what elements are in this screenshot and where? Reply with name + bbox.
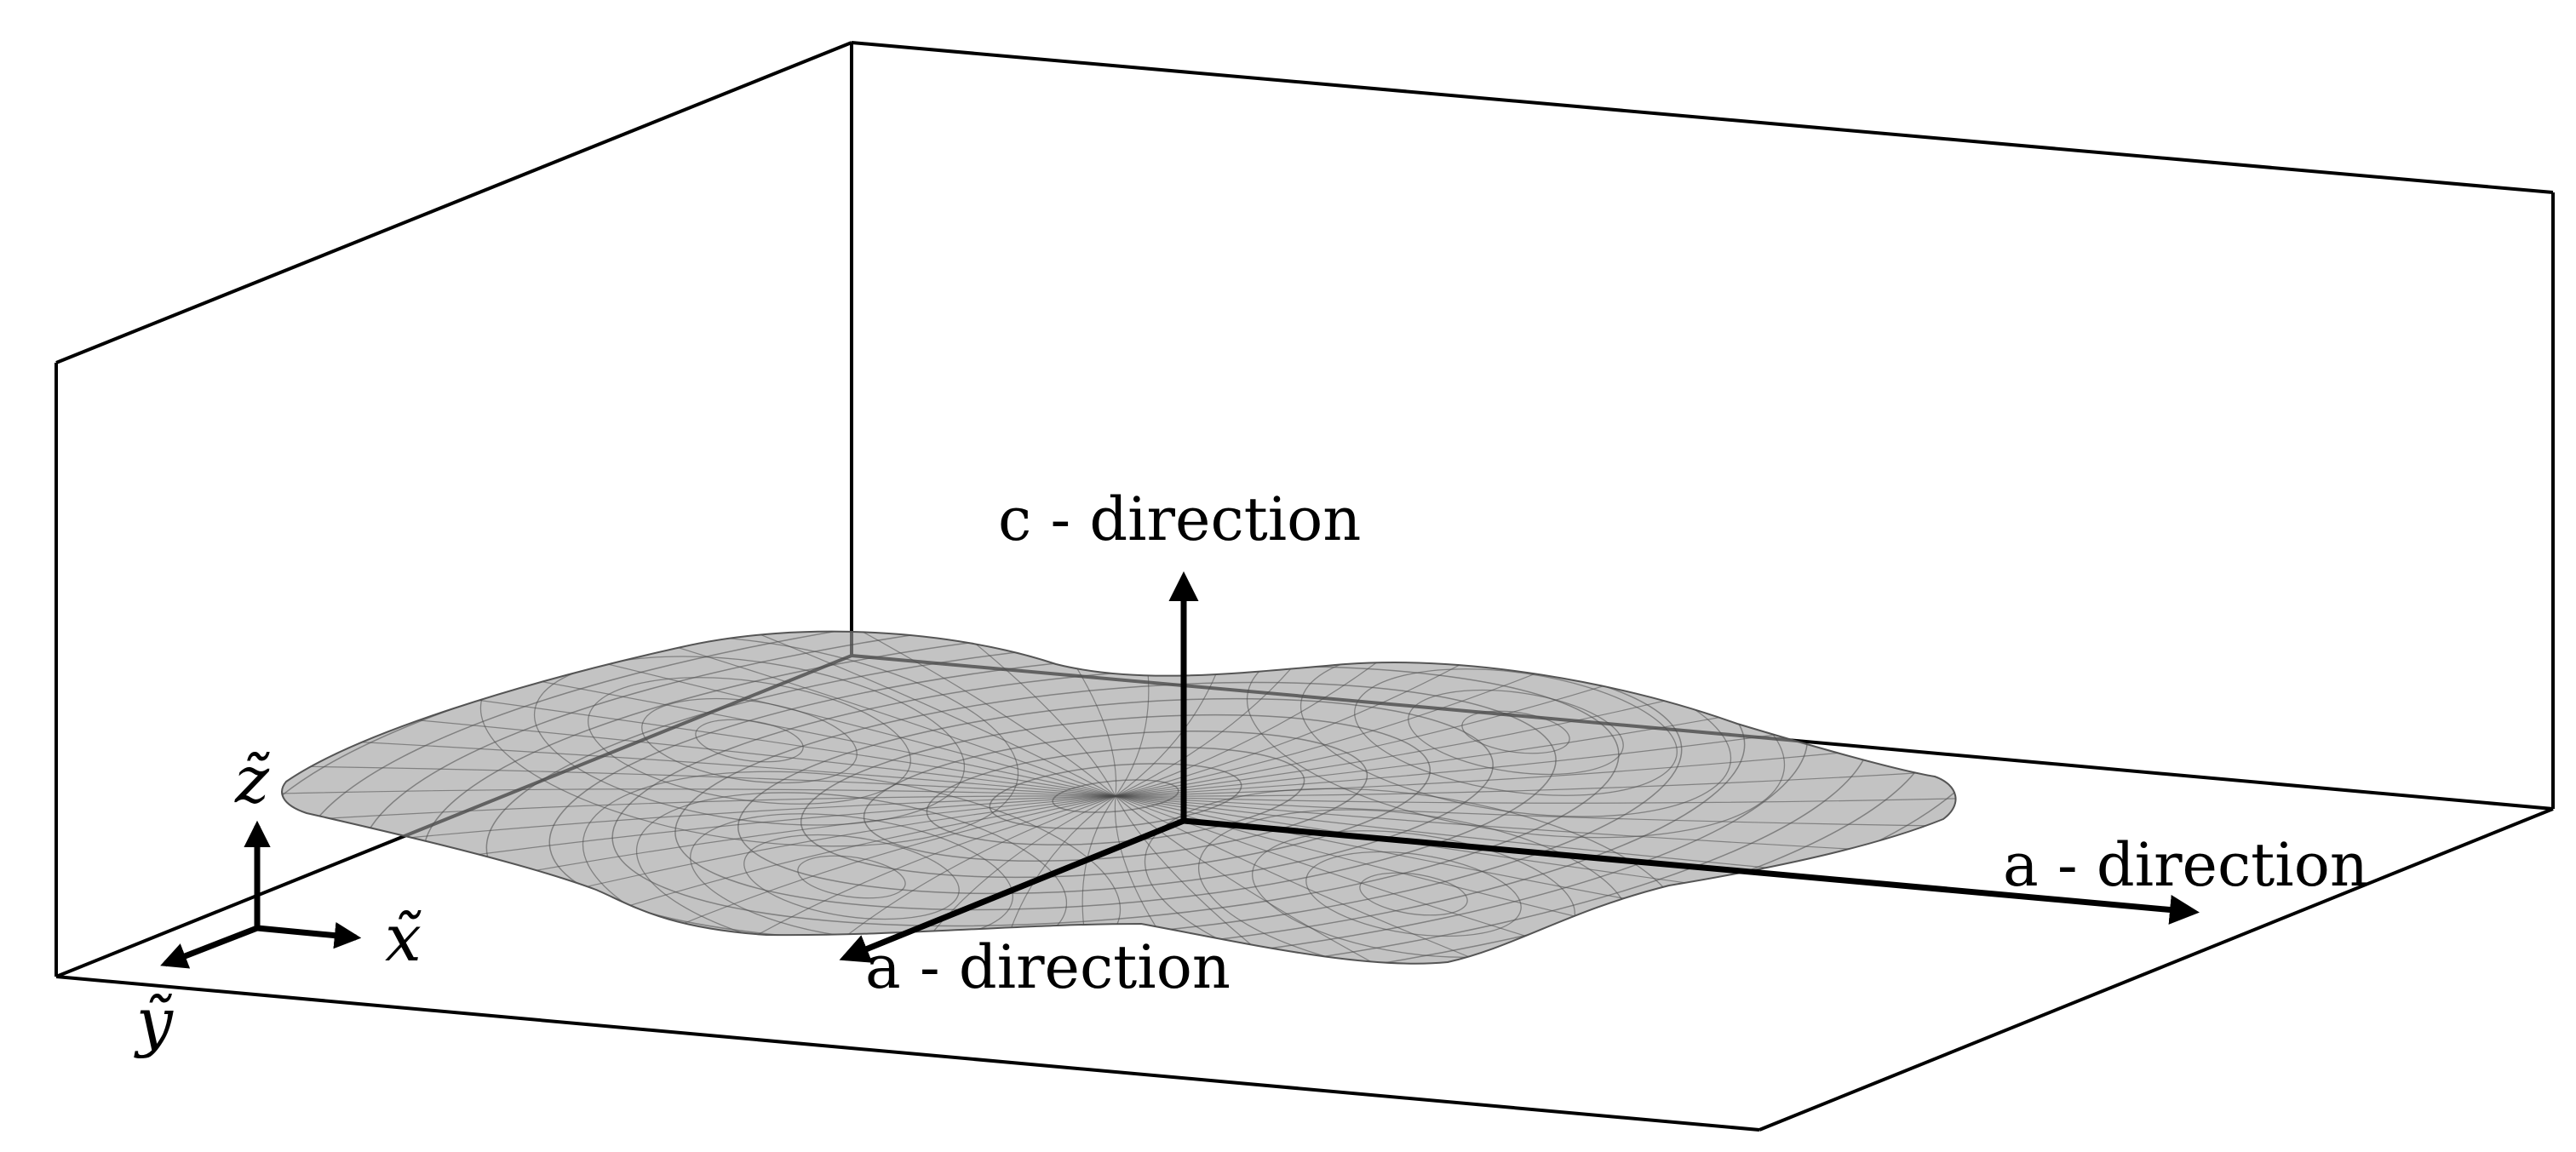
mesh-line (360, 631, 1871, 964)
mesh-line (992, 795, 1116, 964)
box-back-top-edge (851, 41, 2554, 194)
a-direction-front-arrow (839, 817, 1185, 963)
y-tilde-arrow (160, 925, 259, 969)
mesh-line (926, 747, 1305, 845)
coordinate-triad (160, 820, 362, 969)
mesh-line (1305, 851, 1522, 937)
z-tilde-label: z̃ (234, 742, 270, 817)
mesh-line (756, 631, 1116, 797)
mesh-line (743, 834, 960, 920)
mesh-line (1115, 795, 1585, 964)
surface-mesh-lines (282, 631, 1956, 964)
mesh-line (282, 788, 1116, 797)
box-back-top-left-edge (55, 41, 852, 364)
mesh-line (1115, 631, 1150, 797)
mesh-line (282, 764, 1116, 797)
mesh-line (1359, 872, 1468, 916)
mesh-line (1115, 795, 1359, 964)
mesh-line (1115, 795, 1475, 964)
mesh-line (611, 665, 1620, 927)
mesh-line (1461, 710, 1570, 754)
mesh-line (872, 631, 1116, 797)
mesh-line (646, 795, 1116, 964)
mesh-line (1115, 631, 1585, 797)
mesh-line (872, 795, 1116, 964)
mesh-line (756, 795, 1116, 964)
x-tilde-arrow (256, 921, 362, 949)
translucent-surface (281, 630, 1957, 965)
mesh-line (588, 677, 911, 805)
mesh-line (1115, 795, 1956, 828)
c-direction-label: c - direction (998, 484, 1361, 554)
mesh-line (992, 631, 1117, 797)
a-direction-right-label: a - direction (2003, 830, 2368, 900)
y-tilde-label: ỹ (134, 983, 174, 1059)
mesh-line (737, 697, 1494, 895)
mesh-line (1115, 631, 1475, 797)
mesh-line (1115, 631, 1359, 797)
mesh-line (1081, 795, 1116, 964)
mesh-line (1115, 631, 1239, 797)
mesh-line (646, 631, 1116, 797)
mesh-line (1354, 668, 1678, 796)
mesh-line (1115, 764, 1956, 797)
mesh-line (1114, 795, 1239, 964)
mesh-line (582, 771, 1122, 964)
mesh-line (1252, 830, 1575, 958)
box-floor-front-edge (55, 975, 1760, 1132)
mesh-line (282, 631, 1956, 964)
crystal-axes (839, 571, 2200, 963)
box-floor-right-edge (1758, 807, 2554, 1132)
mesh-line (800, 714, 1431, 879)
mesh-line (695, 719, 804, 763)
mesh-line (674, 681, 1557, 911)
mesh-line (690, 813, 1013, 941)
mesh-line (797, 855, 906, 899)
mesh-line (863, 731, 1368, 862)
x-tilde-label: x̃ (385, 900, 422, 976)
mesh-line (297, 631, 1934, 964)
a-direction-right-arrow (1183, 817, 2200, 925)
mesh-line (1197, 809, 1630, 964)
bounding-box (55, 41, 2555, 1132)
a-direction-front-label: a - direction (865, 932, 1231, 1002)
mesh-line (1115, 795, 1956, 804)
